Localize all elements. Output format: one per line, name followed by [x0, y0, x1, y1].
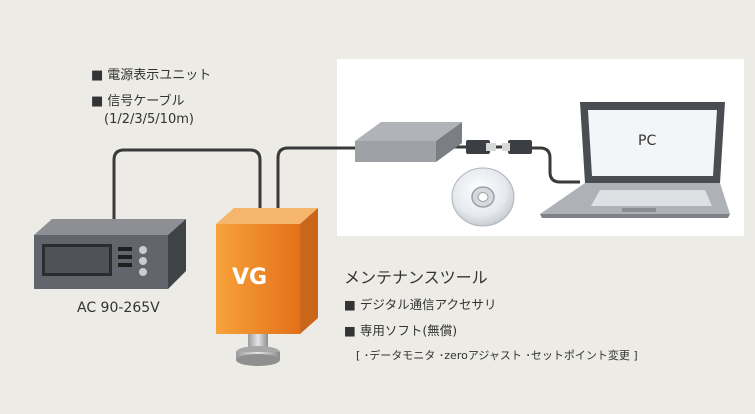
digital-accessory-label: デジタル通信アクセサリ: [344, 294, 497, 313]
laptop-pc: [540, 102, 730, 218]
software-label: 専用ソフト(無償): [344, 320, 457, 339]
signal-cable-label: 信号ケーブル: [91, 90, 184, 109]
software-features: [ ･データモニタ ･zeroアジャスト ･セットポイント変更 ]: [356, 349, 638, 362]
usb-adapter: [466, 140, 532, 154]
ac-voltage-label: AC 90-265V: [77, 300, 160, 316]
vg-label: VG: [232, 265, 268, 290]
software-cd: [451, 167, 515, 227]
power-display-unit: [34, 219, 186, 289]
maintenance-tool-title: メンテナンスツール: [344, 268, 488, 287]
pc-label: PC: [638, 133, 657, 149]
cable-lengths-label: (1/2/3/5/10m): [104, 112, 194, 127]
power-unit-label: 電源表示ユニット: [91, 64, 211, 83]
vacuum-gauge: [216, 208, 318, 366]
communication-box: [355, 122, 462, 162]
